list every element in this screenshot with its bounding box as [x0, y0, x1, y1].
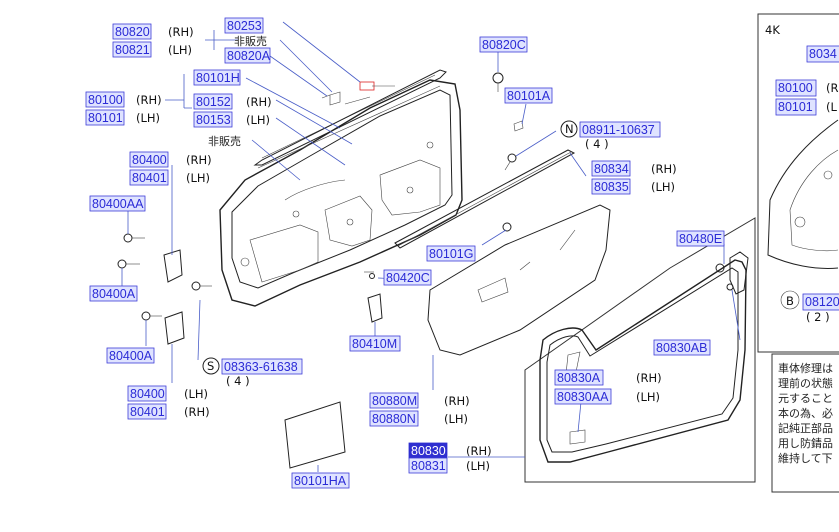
svg-text:4K: 4K — [765, 23, 780, 37]
svg-text:維持して下: 維持して下 — [778, 451, 833, 465]
part-80101H[interactable]: 80101H — [196, 71, 240, 85]
side-part-80101[interactable]: 80101 — [778, 100, 813, 114]
svg-text:(LH): (LH) — [444, 412, 468, 426]
side-part-80100[interactable]: 80100 — [778, 81, 813, 95]
svg-text:(RH): (RH) — [136, 93, 162, 107]
part-80100[interactable]: 80100 — [88, 93, 123, 107]
part-80401[interactable]: 80401 — [132, 171, 167, 185]
leader-lines — [121, 21, 741, 472]
svg-text:(LH): (LH) — [636, 390, 660, 404]
svg-text:( 2 ): ( 2 ) — [806, 310, 830, 324]
part-80101[interactable]: 80101 — [88, 111, 123, 125]
part-80253[interactable]: 80253 — [227, 19, 262, 33]
part-80101G[interactable]: 80101G — [429, 247, 473, 261]
part-08911-10637[interactable]: 08911-10637 — [582, 123, 655, 137]
svg-text:車体修理は: 車体修理は — [778, 361, 833, 375]
part-80880N[interactable]: 80880N — [372, 412, 416, 426]
side-part-803x[interactable]: 8034 — [809, 47, 837, 61]
svg-text:用し防錆品: 用し防錆品 — [778, 436, 833, 450]
part-80820[interactable]: 80820 — [115, 25, 150, 39]
svg-text:記純正部品: 記純正部品 — [778, 421, 833, 435]
side-panel-4k: 4K 8034 80100 (R 80101 (L B 08120 ( 2 ) — [757, 13, 839, 353]
part-80821[interactable]: 80821 — [115, 43, 150, 57]
svg-text:(LH): (LH) — [246, 113, 270, 127]
svg-text:(L: (L — [826, 100, 837, 114]
svg-text:(R: (R — [826, 81, 838, 95]
part-80830AA[interactable]: 80830AA — [557, 390, 609, 404]
hinge-and-bolt-drawings — [117, 72, 734, 345]
weatherstrip-panel — [524, 217, 756, 483]
svg-text:(LH): (LH) — [651, 180, 675, 194]
svg-text:(LH): (LH) — [186, 171, 210, 185]
part-80480E[interactable]: 80480E — [679, 232, 722, 246]
not-for-sale-label-2: 非販売 — [208, 135, 241, 148]
part-08363-61638[interactable]: 08363-61638 — [224, 360, 298, 374]
not-for-sale-label: 非販売 — [234, 35, 267, 48]
part-80400AA[interactable]: 80400AA — [92, 197, 144, 211]
bolt-symbol-b: B — [786, 294, 794, 308]
part-80831[interactable]: 80831 — [411, 459, 446, 473]
insulator-pad-drawing — [284, 401, 346, 469]
svg-text:理前の状態: 理前の状態 — [778, 376, 833, 390]
bolt-symbol-s: S — [207, 359, 214, 373]
part-80820A[interactable]: 80820A — [227, 49, 271, 63]
part-80410M[interactable]: 80410M — [352, 337, 397, 351]
svg-text:(RH): (RH) — [184, 405, 210, 419]
svg-text:( 4 ): ( 4 ) — [585, 137, 609, 151]
svg-text:(RH): (RH) — [651, 162, 677, 176]
svg-text:(RH): (RH) — [186, 153, 212, 167]
svg-text:( 4 ): ( 4 ) — [226, 374, 250, 388]
part-80820C[interactable]: 80820C — [482, 38, 526, 52]
belt-moulding-drawing — [394, 149, 576, 249]
part-80830A[interactable]: 80830A — [557, 371, 601, 385]
svg-text:(LH): (LH) — [466, 459, 490, 473]
part-80401-lower[interactable]: 80401 — [130, 405, 165, 419]
part-80400[interactable]: 80400 — [132, 153, 167, 167]
svg-text:元すること: 元すること — [778, 392, 833, 405]
door-glass-drawing — [427, 204, 611, 356]
side-bolt-code[interactable]: 08120 — [805, 295, 839, 309]
svg-text:(LH): (LH) — [184, 387, 208, 401]
svg-text:(LH): (LH) — [168, 43, 192, 57]
svg-text:(RH): (RH) — [636, 371, 662, 385]
part-80835[interactable]: 80835 — [594, 180, 629, 194]
part-80420C[interactable]: 80420C — [386, 271, 430, 285]
bolt-symbol-n: N — [565, 122, 574, 136]
part-80830-highlighted[interactable]: 80830 — [411, 444, 446, 458]
part-80830AB[interactable]: 80830AB — [656, 341, 707, 355]
svg-text:(RH): (RH) — [246, 95, 272, 109]
svg-text:(RH): (RH) — [444, 394, 470, 408]
repair-note-panel: 車体修理は 理前の状態 元すること 本の為、必 記純正部品 用し防錆品 維持して… — [771, 353, 839, 493]
part-80834[interactable]: 80834 — [594, 162, 629, 176]
part-80153[interactable]: 80153 — [196, 113, 231, 127]
part-80400A-lower[interactable]: 80400A — [109, 349, 153, 363]
part-80152[interactable]: 80152 — [196, 95, 231, 109]
part-80880M[interactable]: 80880M — [372, 394, 417, 408]
part-80400-lower[interactable]: 80400 — [130, 387, 165, 401]
svg-text:本の為、必: 本の為、必 — [778, 406, 833, 420]
svg-text:(LH): (LH) — [136, 111, 160, 125]
part-labels: 80820 (RH) 80821 (LH) 80253 非販売 80820A 8… — [85, 17, 725, 489]
part-80101HA[interactable]: 80101HA — [294, 474, 347, 488]
part-80400A-upper[interactable]: 80400A — [92, 287, 136, 301]
svg-text:(RH): (RH) — [168, 25, 194, 39]
svg-text:(RH): (RH) — [466, 444, 492, 458]
part-80101A[interactable]: 80101A — [507, 89, 551, 103]
door-shell-drawing — [219, 69, 463, 307]
